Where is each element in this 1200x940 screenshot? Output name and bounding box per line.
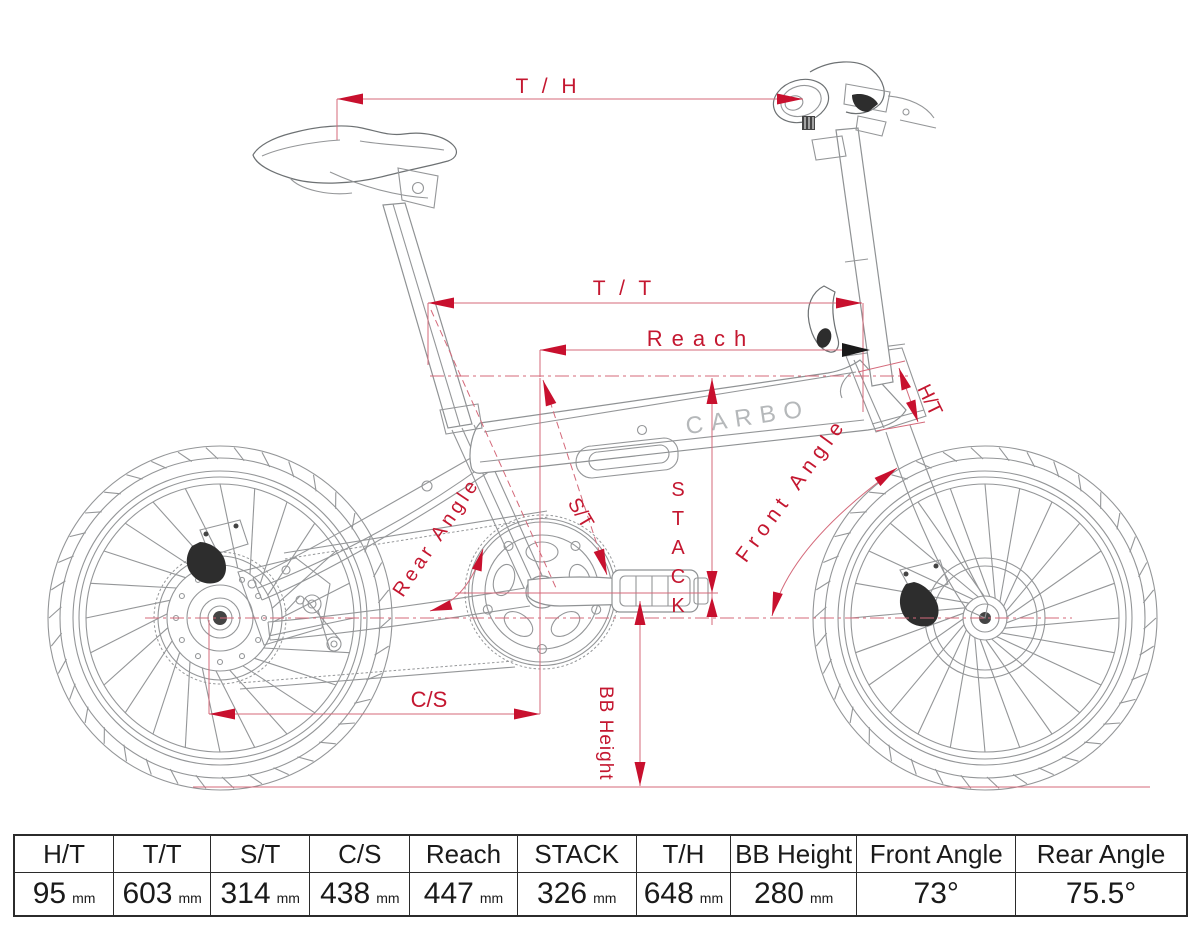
geometry-value-unit: mm [810, 890, 834, 906]
geometry-value-unit: mm [276, 890, 300, 906]
geometry-column-label: H/T [15, 836, 114, 873]
bb-height-label: BB Height [595, 686, 616, 781]
geometry-value-unit: mm [479, 890, 504, 906]
shifter [802, 116, 847, 161]
geometry-column-label: Front Angle [857, 836, 1016, 873]
geometry-column-label: Reach [410, 836, 517, 873]
reach-dimension-label: Reach [646, 326, 756, 351]
geometry-column-label: STACK [517, 836, 636, 873]
geometry-column-label: S/T [211, 836, 310, 873]
geometry-column-label: T/T [114, 836, 211, 873]
geometry-column-value: 75.5° [1065, 877, 1137, 910]
geometry-column-label: Rear Angle [1016, 836, 1187, 873]
fold-lever [807, 285, 840, 353]
th-dimension-label: T / H [515, 75, 581, 98]
geometry-value-unit: mm [699, 890, 724, 906]
rear-brake [186, 519, 249, 584]
cs-dimension-label: C/S [410, 687, 448, 712]
stack-dimension-label: STACK [667, 479, 689, 624]
geometry-column: Rear Angle 75.5° [1016, 836, 1187, 915]
geometry-column: Front Angle 73° [857, 836, 1017, 915]
belt-tensioner [284, 594, 342, 652]
frame [237, 343, 989, 646]
saddle-assembly [252, 125, 483, 435]
geometry-value-unit: mm [72, 890, 96, 906]
geometry-value-unit: mm [178, 890, 202, 906]
rear-tire-tread [48, 447, 392, 789]
handlepost [835, 127, 894, 387]
crank-and-pedal [527, 569, 709, 613]
drivetrain [238, 510, 709, 690]
front-tire-tread [813, 447, 1157, 789]
dimension-annotations [145, 93, 1150, 788]
brake-lever [809, 61, 937, 137]
geometry-value-unit: mm [593, 890, 617, 906]
geometry-value-unit: mm [376, 890, 400, 906]
tt-dimension-label: T / T [592, 277, 656, 300]
geometry-column-label: BB Height [730, 836, 857, 873]
geometry-column-value: 73° [913, 877, 959, 910]
cockpit [772, 61, 937, 399]
geometry-column-label: T/H [636, 836, 730, 873]
front-brake [899, 559, 949, 627]
geometry-column-label: C/S [310, 836, 410, 873]
front-spokes [850, 483, 1120, 753]
